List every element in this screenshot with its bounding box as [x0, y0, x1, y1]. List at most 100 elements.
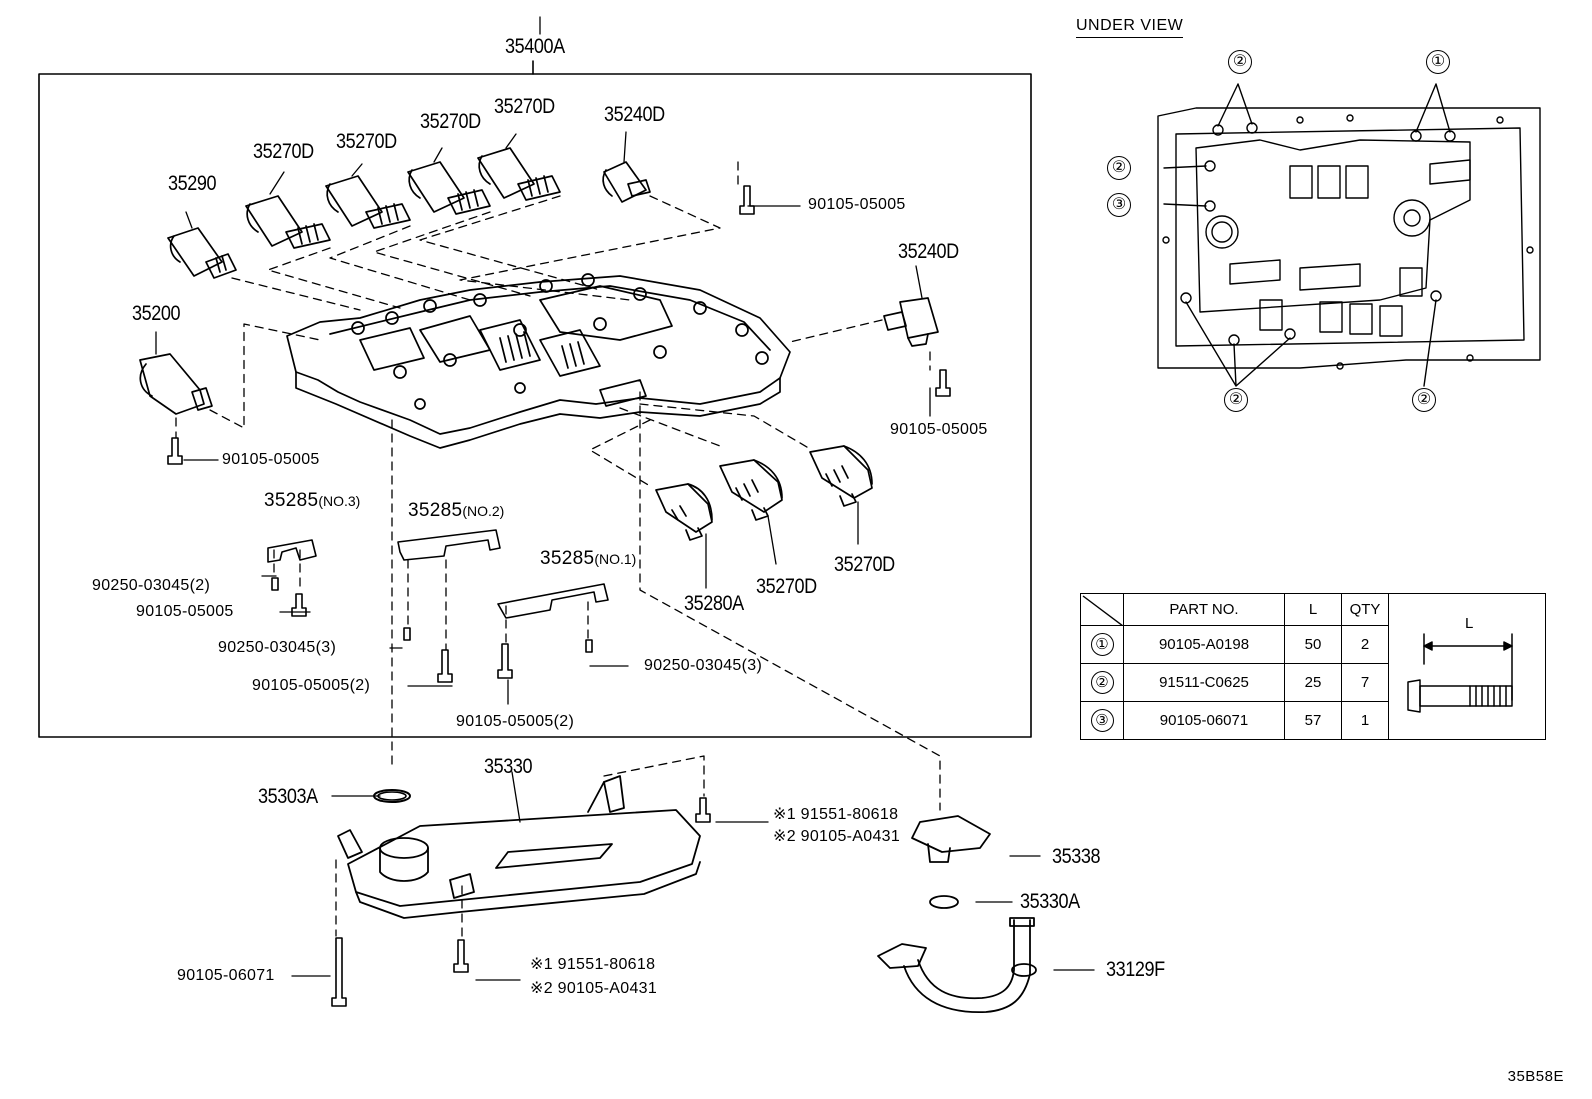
bolt	[331, 937, 347, 1007]
body-bolt	[423, 299, 437, 313]
bolt	[453, 939, 469, 973]
pipe-33129f	[877, 917, 1037, 1013]
part-callout-bolt: 90105-05005	[136, 603, 234, 620]
part-callout-bolt: 90105-06071	[177, 967, 275, 984]
table-cell-qty: 1	[1341, 701, 1389, 740]
solenoid-35200	[139, 353, 213, 415]
part-callout-bolt: 90105-05005(2)	[456, 713, 575, 730]
solenoid-35240d-right	[883, 297, 939, 347]
marker-2: ②	[1412, 388, 1436, 412]
body-bolt	[755, 351, 769, 365]
solenoid-35270d-2	[325, 175, 411, 229]
part-callout-35270d: 35270D	[253, 140, 314, 163]
table-cell-l: 25	[1284, 663, 1342, 702]
note-callout-1: ※1 91551-80618	[773, 806, 899, 823]
assembly-label: 35400A	[505, 35, 565, 58]
marker-1: ①	[1426, 50, 1450, 74]
part-callout-35338: 35338	[1052, 845, 1101, 868]
bolt-spec-table: PART NO. L QTY L ① 90105-A0198 50 2 ② 91…	[1080, 593, 1546, 740]
table-cell-qty: 7	[1341, 663, 1389, 702]
plates	[267, 529, 609, 619]
body-bolt	[581, 273, 595, 287]
note-callout-2: ※2 90105-A0431	[530, 980, 658, 997]
part-callout-35270d: 35270D	[420, 110, 481, 133]
note-callout-2: ※2 90105-A0431	[773, 828, 901, 845]
body-bolt	[693, 301, 707, 315]
dimension-label: L	[1465, 614, 1474, 632]
part-callout-pin: 90250-03045(3)	[644, 657, 763, 674]
table-row: ③ 90105-06071 57 1	[1080, 701, 1546, 740]
solenoid-35280a	[655, 483, 713, 541]
part-callout-35200: 35200	[132, 302, 181, 325]
small-bolts	[167, 185, 951, 1007]
body-bolt	[351, 321, 365, 335]
pin	[585, 639, 593, 653]
table-header-qty: QTY	[1341, 593, 1389, 626]
plate-no1	[497, 583, 609, 619]
solenoid-35270d-3	[407, 161, 491, 215]
table-cell-l: 57	[1284, 701, 1342, 740]
table-corner-cell	[1080, 593, 1124, 626]
part-callout-35280a: 35280A	[684, 592, 744, 615]
bolt	[739, 185, 755, 215]
table-header-row: PART NO. L QTY L	[1080, 593, 1546, 740]
body-bolt	[385, 311, 399, 325]
body-bolt	[393, 365, 407, 379]
part-callout-bolt: 90105-05005	[222, 451, 320, 468]
table-row: ① 90105-A0198 50 2	[1080, 625, 1546, 664]
part-callout-bolt: 90105-05005	[890, 421, 988, 438]
part-callout-bolt: 90105-05005(2)	[252, 677, 371, 694]
table-header-l: L	[1284, 593, 1342, 626]
part-callout-33129f: 33129F	[1106, 958, 1165, 981]
part-callout-35285-no3: 35285(NO.3)	[264, 490, 361, 511]
part-callout-35285-no1: 35285(NO.1)	[540, 548, 637, 569]
table-row: ② 91511-C0625 25 7	[1080, 663, 1546, 702]
under-view-figure	[1157, 83, 1541, 387]
part-callout-35330a: 35330A	[1020, 890, 1080, 913]
solenoid-35270d-6	[809, 445, 873, 507]
part-callout-35270d: 35270D	[494, 95, 555, 118]
plate-no2	[397, 529, 501, 561]
assembly-frame	[38, 73, 1032, 738]
body-bolt	[593, 317, 607, 331]
table-cell-part: 90105-A0198	[1123, 625, 1285, 664]
part-callout-35270d: 35270D	[756, 575, 817, 598]
solenoid-35240d-top	[602, 161, 651, 203]
pin	[403, 627, 411, 641]
table-cell-mark: ②	[1080, 663, 1124, 702]
solenoid-35290	[167, 227, 237, 279]
solenoid-35270d-1	[245, 195, 331, 249]
leader-lines	[155, 16, 1095, 981]
marker-3: ③	[1107, 193, 1131, 217]
table-cell-part: 91511-C0625	[1123, 663, 1285, 702]
table-cell-part: 90105-06071	[1123, 701, 1285, 740]
bolt	[935, 369, 951, 397]
part-callout-35330: 35330	[484, 755, 533, 778]
table-cell-mark: ③	[1080, 701, 1124, 740]
body-bolt	[653, 345, 667, 359]
bolt	[695, 797, 711, 823]
body-bolt	[473, 293, 487, 307]
part-callout-pin: 90250-03045(2)	[92, 577, 211, 594]
valve-body	[286, 273, 791, 449]
gasket-35338	[911, 815, 991, 863]
body-bolt	[539, 279, 553, 293]
o-ring-35330a	[929, 895, 959, 909]
o-ring-35303a	[373, 789, 411, 803]
body-bolt	[513, 323, 527, 337]
body-bolt	[443, 353, 457, 367]
part-callout-35240d: 35240D	[898, 240, 959, 263]
part-callout-35240d: 35240D	[604, 103, 665, 126]
note-callout-1: ※1 91551-80618	[530, 956, 656, 973]
table-bolt-figure-cell: L	[1388, 593, 1546, 740]
alignment-lines	[175, 161, 941, 941]
body-bolt	[414, 398, 426, 410]
bolt	[497, 643, 513, 679]
part-callout-35270d: 35270D	[336, 130, 397, 153]
marker-2: ②	[1107, 156, 1131, 180]
marker-2: ②	[1228, 50, 1252, 74]
bolt	[167, 437, 183, 465]
solenoid-35270d-5	[719, 459, 783, 521]
